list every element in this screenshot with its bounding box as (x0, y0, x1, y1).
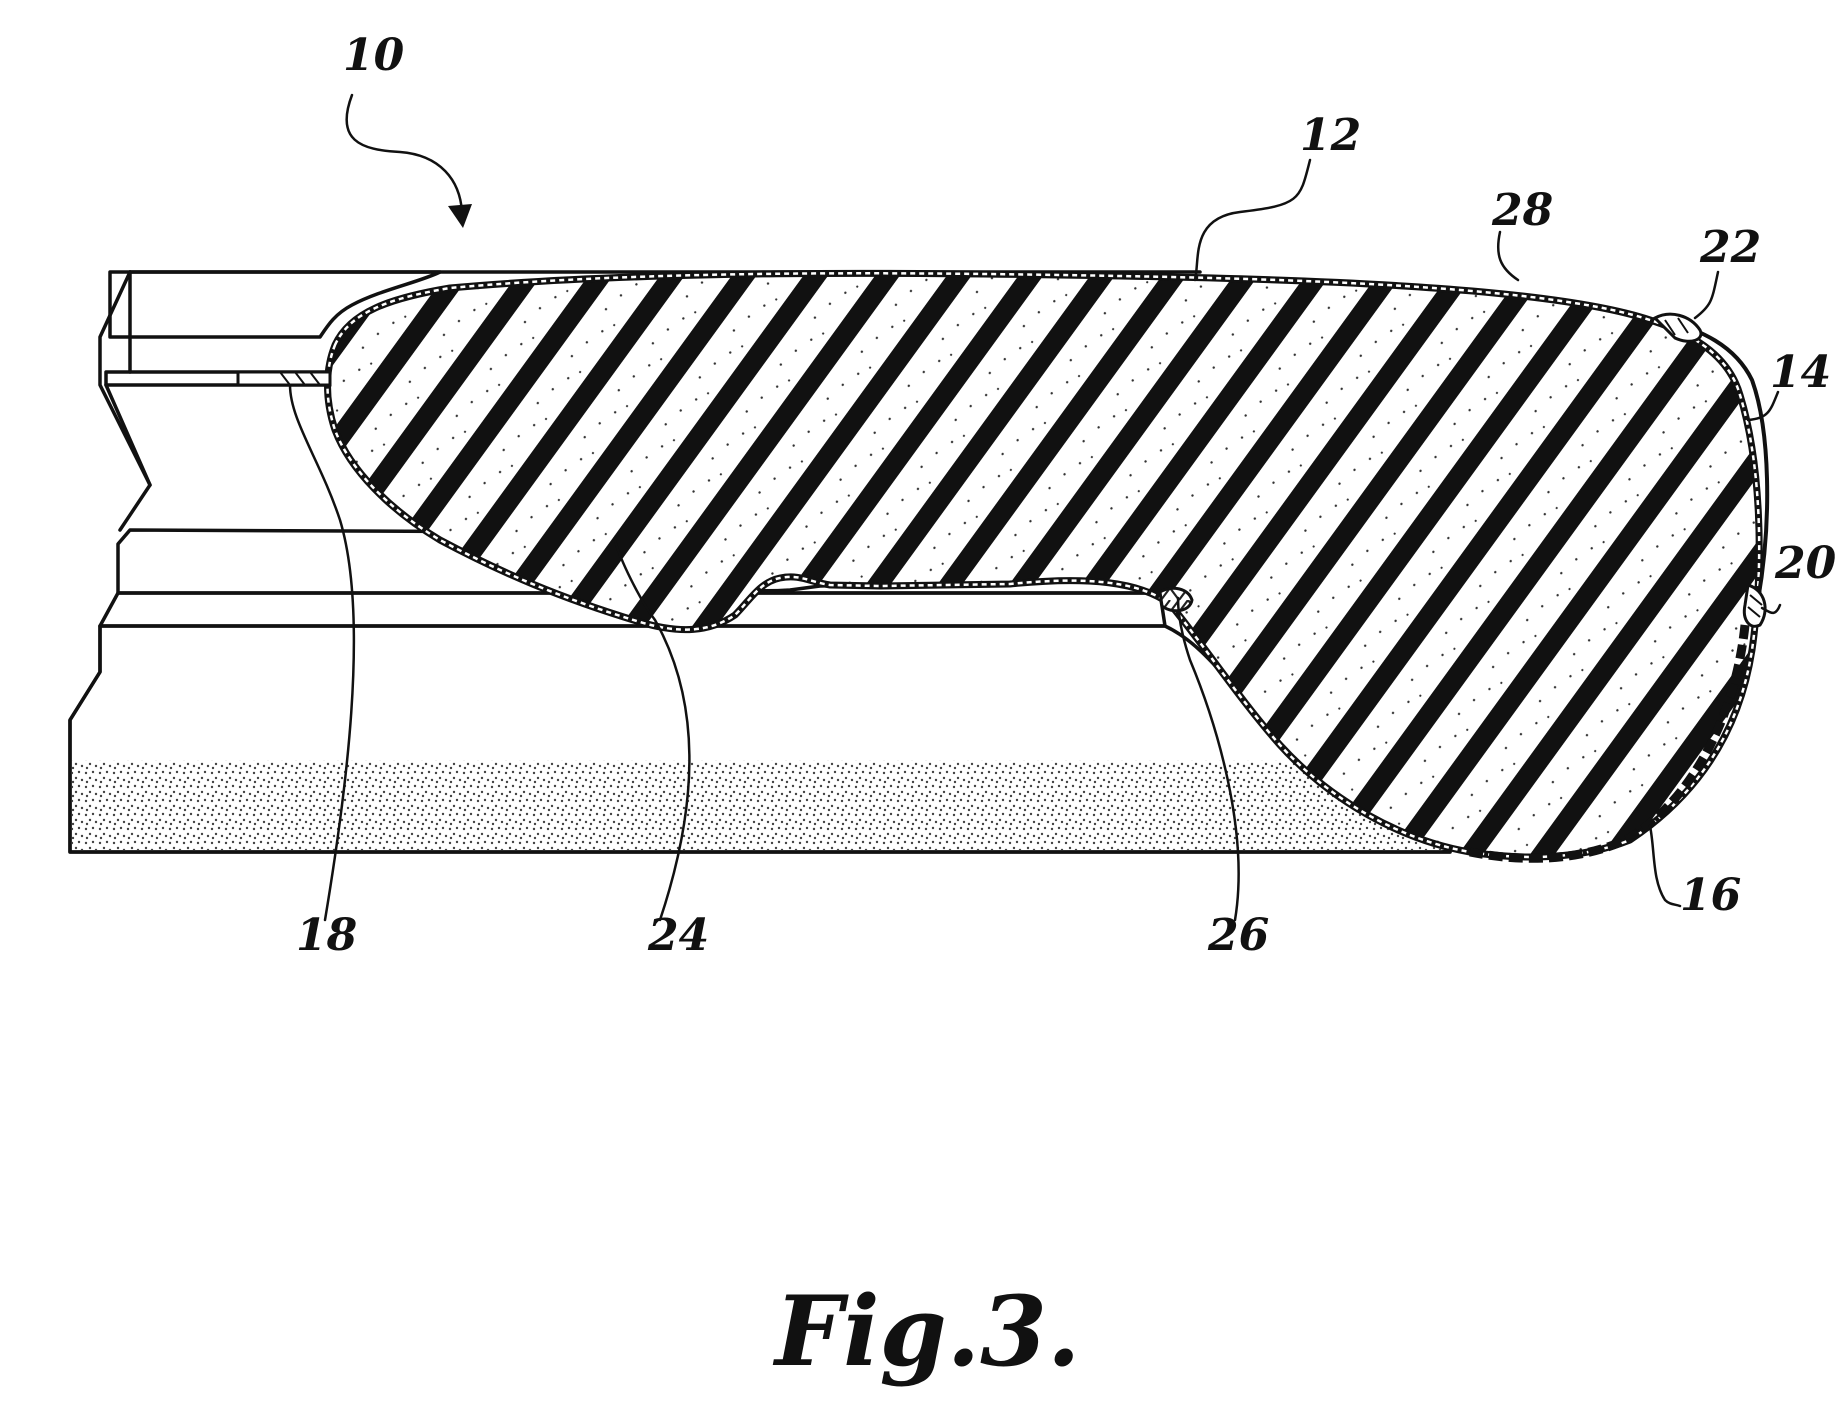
cushion-core (327, 273, 1760, 857)
label-24: 24 (647, 910, 709, 961)
leader-16 (1648, 824, 1682, 908)
label-28: 28 (1491, 185, 1553, 236)
label-20: 20 (1774, 538, 1837, 589)
cushion-cover-inner (326, 272, 1761, 859)
left-end-face-inner (104, 270, 152, 487)
left-end-face (98, 270, 152, 532)
base-foam-outline (68, 624, 1452, 854)
upper-seam (1652, 312, 1703, 343)
label-22: 22 (1699, 222, 1761, 273)
lower-seam (1742, 583, 1767, 628)
leader-24 (613, 538, 691, 922)
leader-18 (288, 383, 356, 922)
upper-brick-layer (108, 270, 442, 339)
leader-10 (345, 93, 464, 214)
label-10: 10 (343, 30, 405, 81)
attachment-point (1158, 586, 1194, 613)
leader-12 (1193, 158, 1312, 282)
label-12: 12 (1300, 110, 1361, 161)
leader-14 (1746, 390, 1780, 422)
leader-28 (1496, 230, 1520, 282)
figure-caption: Fig.3. (772, 1275, 1080, 1388)
leader-20 (1760, 603, 1782, 615)
label-16: 16 (1680, 870, 1741, 921)
label-14: 14 (1770, 347, 1831, 398)
rear-seam (236, 370, 332, 387)
base-foam-dense-band (72, 760, 1449, 850)
label-18: 18 (296, 910, 357, 961)
label-26: 26 (1207, 910, 1269, 961)
leader-22 (1693, 270, 1720, 320)
arrowhead-10 (448, 204, 472, 228)
leader-26 (1176, 596, 1240, 922)
